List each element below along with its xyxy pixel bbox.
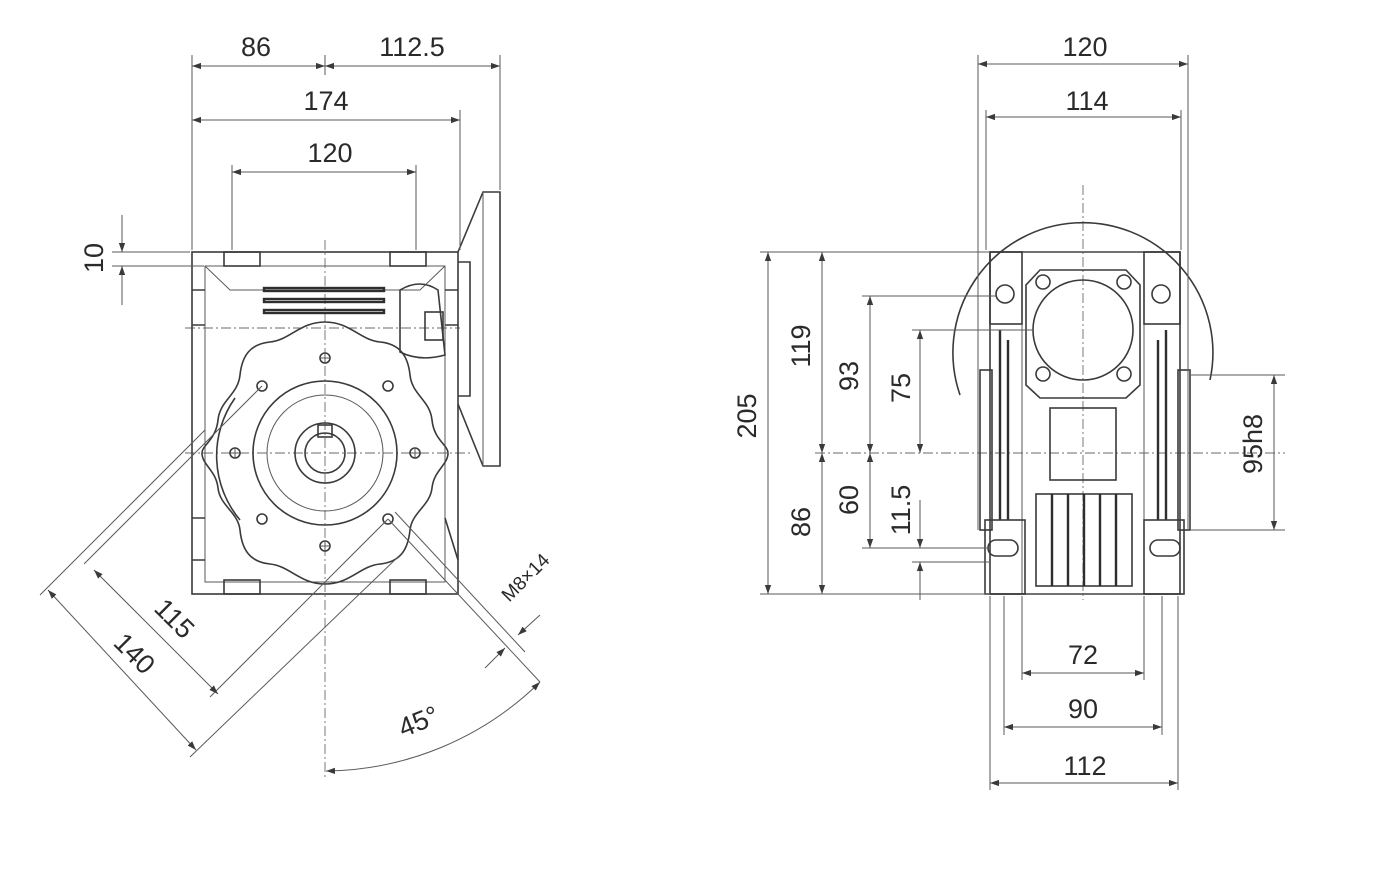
front-thread-callout: M8×14	[387, 511, 555, 683]
output-flange	[201, 321, 449, 585]
fin-3	[262, 308, 386, 315]
side-top-dimensions: 120 114	[977, 32, 1189, 530]
front-dim-10: 10	[79, 215, 204, 305]
side-housing	[979, 251, 1191, 595]
side-wheel-housing	[952, 221, 1214, 396]
side-left-dimensions: 205 119 86 93 60 75 11.5	[732, 251, 1033, 600]
dim-side-114: 114	[1065, 86, 1108, 116]
dim-side-112: 112	[1063, 751, 1106, 781]
dim-front-120: 120	[307, 138, 352, 168]
front-bolt-holes	[229, 352, 421, 552]
side-nameplate	[1049, 407, 1117, 481]
dim-side-205: 205	[732, 393, 762, 438]
front-angle-dimension: 45°	[325, 681, 541, 775]
output-shaft-bore	[304, 432, 346, 474]
dim-front-112-5: 112.5	[379, 32, 445, 62]
fin-1	[262, 286, 386, 293]
dim-front-140: 140	[108, 627, 161, 680]
dim-front-angle: 45°	[394, 700, 443, 743]
dim-side-120: 120	[1062, 32, 1107, 62]
dim-side-11-5: 11.5	[886, 485, 916, 536]
motor-flange	[457, 191, 501, 467]
front-top-dimensions: 86 112.5 174 120	[191, 32, 501, 250]
dim-side-93: 93	[834, 361, 864, 391]
front-view: 86 112.5 174 120 10 115 140	[39, 32, 555, 780]
side-cooling-fins	[1035, 493, 1133, 587]
dim-front-thread: M8×14	[498, 550, 555, 607]
dim-front-10: 10	[79, 243, 109, 273]
fin-2	[262, 297, 386, 304]
dim-side-119: 119	[786, 324, 816, 367]
dim-side-90: 90	[1068, 694, 1098, 724]
side-right-dimension: 95h8	[1190, 374, 1285, 531]
front-diagonal-dimensions: 115 140	[39, 385, 401, 758]
keyway	[317, 424, 333, 438]
side-bottom-dimensions: 72 90 112	[989, 596, 1179, 790]
dim-side-86: 86	[786, 507, 816, 537]
dim-front-115: 115	[149, 593, 201, 645]
dim-side-60: 60	[834, 485, 864, 515]
dim-front-174: 174	[303, 86, 348, 116]
dim-side-95h8: 95h8	[1238, 414, 1268, 474]
dim-side-72: 72	[1068, 640, 1098, 670]
dim-front-86: 86	[241, 32, 271, 62]
side-view: 120 114 205 119 86 93 60 75 11.5	[732, 32, 1285, 790]
dim-side-75: 75	[886, 373, 916, 403]
